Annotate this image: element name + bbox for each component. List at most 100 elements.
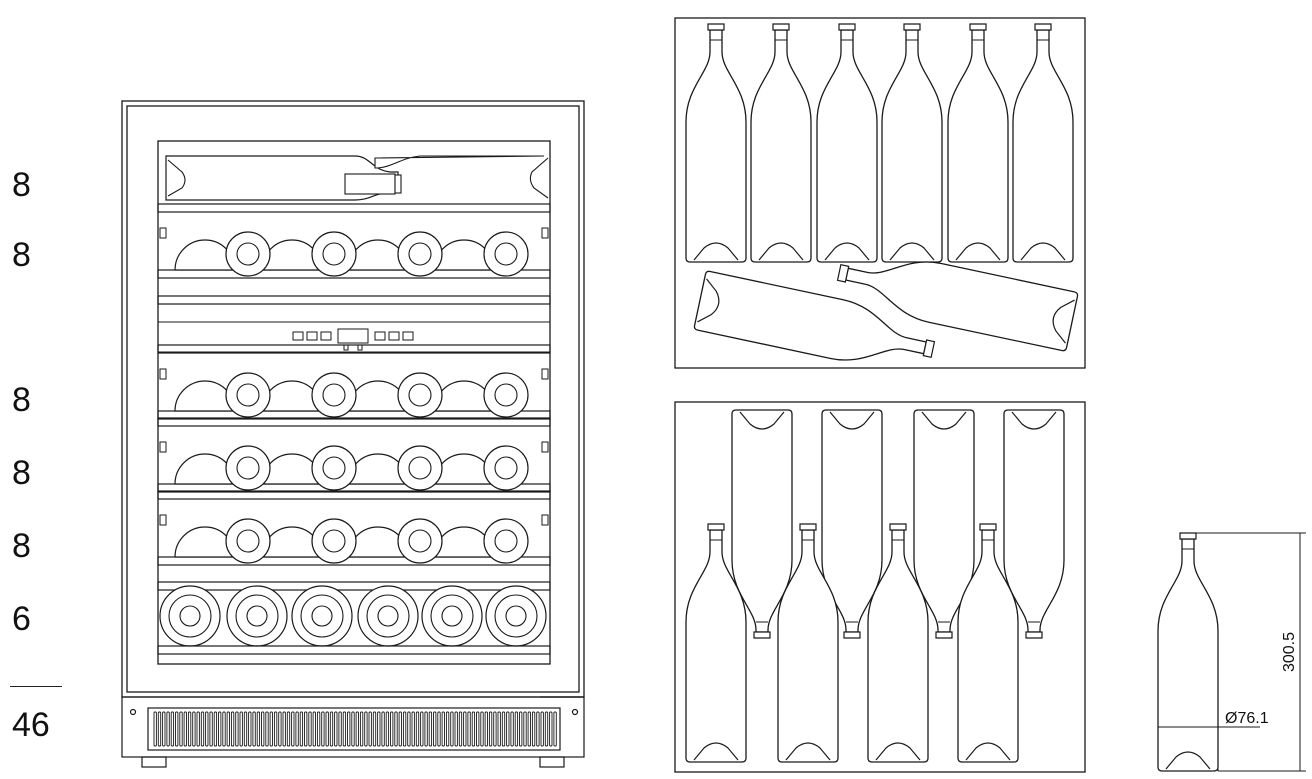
vent-slot <box>286 711 291 747</box>
vent-slot <box>501 711 506 747</box>
vent-slot <box>347 711 351 747</box>
shelf-rail <box>157 295 551 305</box>
bottle-punt <box>494 594 538 638</box>
vent-slot <box>248 711 252 747</box>
vent-slot <box>205 711 209 747</box>
vent-slot <box>381 711 385 747</box>
total-divider <box>10 686 62 687</box>
shelf-rail <box>157 417 551 427</box>
bottle-cap <box>408 242 432 266</box>
bottle-punt <box>168 594 212 638</box>
vent-slot <box>321 711 325 747</box>
kickplate-frame <box>121 696 585 758</box>
vent-slot <box>372 711 377 747</box>
bottom-layout-bottles <box>685 409 1065 763</box>
bottle-upright <box>881 23 943 263</box>
vent-slot <box>239 711 243 747</box>
bottle-cap <box>494 456 518 480</box>
lock-button[interactable] <box>402 331 414 341</box>
shelf-clip <box>159 368 167 380</box>
shelves <box>157 203 551 566</box>
control-panel-strip <box>157 321 551 353</box>
glass-door <box>157 140 551 665</box>
shelf-count-2: 8 <box>12 236 31 274</box>
vent-slot <box>325 711 329 747</box>
indicator-left <box>343 344 349 351</box>
shelf-row-2 <box>157 344 551 420</box>
bottle-punt <box>300 594 344 638</box>
shelf-count-4: 8 <box>12 454 31 492</box>
bottle-cap <box>322 529 346 553</box>
vent-slot <box>433 711 437 747</box>
vent-slot <box>458 711 463 747</box>
shelf-clip <box>159 514 167 526</box>
bottle-punt-center <box>311 605 333 627</box>
vent-slot <box>162 711 166 747</box>
left-zone-up-button[interactable] <box>320 331 332 341</box>
vent-slot <box>291 711 295 747</box>
vent-slot <box>338 711 342 747</box>
vent-slot <box>420 711 424 747</box>
shelf-count-5: 8 <box>12 527 31 565</box>
bottle-cap <box>322 242 346 266</box>
bottle-neck-end <box>225 372 271 418</box>
vent-slot <box>278 711 282 747</box>
bottle-cap <box>236 383 260 407</box>
shelf-rail <box>157 556 551 566</box>
vent-slot <box>222 711 226 747</box>
right-zone-up-button[interactable] <box>388 331 400 341</box>
vent-slot <box>192 711 196 747</box>
bottle-punt-center <box>441 605 463 627</box>
bottle-neck-end <box>483 445 529 491</box>
vent-slot <box>334 711 338 747</box>
vent-slot <box>282 711 286 747</box>
vent-slot <box>493 711 497 747</box>
vent-slot <box>230 711 235 747</box>
bottle-cap <box>494 529 518 553</box>
power-button[interactable] <box>292 331 304 341</box>
vent-slot <box>312 711 316 747</box>
shelf-count-6: 6 <box>12 600 31 638</box>
vent-slot <box>252 711 256 747</box>
vent-slot <box>295 711 299 747</box>
vent-slot <box>394 711 398 747</box>
bottle-cap <box>322 383 346 407</box>
bottle-cap <box>236 529 260 553</box>
bottom-shelf-bottles <box>157 581 551 655</box>
shelf-rail <box>157 269 551 279</box>
bottle-cap <box>236 242 260 266</box>
right-zone-down-button[interactable] <box>374 331 386 341</box>
diameter-dimension-label: Ø76.1 <box>1225 710 1269 727</box>
vent-slot <box>488 711 493 747</box>
vent-slot <box>187 711 192 747</box>
vent-slot <box>179 711 183 747</box>
shelf-clip <box>159 441 167 453</box>
vent-slot <box>299 711 304 747</box>
light-button[interactable] <box>306 331 318 341</box>
bottle-neck-end <box>311 372 357 418</box>
top-layout-panel <box>674 17 1086 369</box>
vent-slot <box>304 711 308 747</box>
bottle-cap <box>494 242 518 266</box>
bottle-neck-end <box>397 518 443 564</box>
bottle-neck-end <box>225 231 271 277</box>
vent-slot <box>342 711 347 747</box>
vent-slot <box>157 711 162 747</box>
bottle-cap <box>494 383 518 407</box>
reference-bottle <box>1157 532 1219 772</box>
bottle-neck-end <box>311 445 357 491</box>
bottle-neck-end <box>311 231 357 277</box>
vent-slot <box>218 711 222 747</box>
cabinet-inner-frame <box>126 105 580 693</box>
vent-slots <box>153 711 557 747</box>
vent-slot <box>273 711 278 747</box>
bottle-neck-end <box>397 372 443 418</box>
shelf-rail <box>157 490 551 500</box>
vent-slot <box>390 711 394 747</box>
vent-slot <box>437 711 441 747</box>
vent-slot <box>506 711 510 747</box>
vent-slot <box>540 711 544 747</box>
vent-slot <box>428 711 433 747</box>
bottle-cap <box>408 383 432 407</box>
vent-slot <box>269 711 273 747</box>
